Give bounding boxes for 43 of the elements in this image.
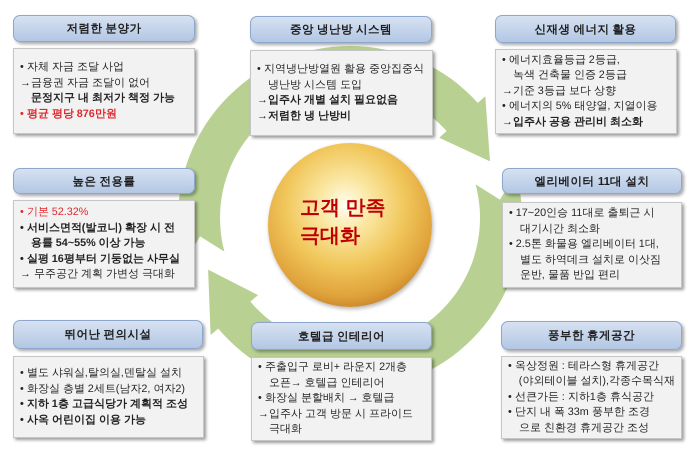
center-title: 고객 만족 극대화	[300, 196, 387, 249]
bullet-text: • 사옥 어린이집 이용 가능	[20, 412, 146, 428]
text-box	[250, 50, 433, 136]
bullet-text: • 화장실 분할배치 → 호텔급	[258, 391, 395, 406]
title-bar: 뛰어난 편의시설	[13, 320, 203, 349]
bullet-text: • 지하 1층 고급식당가 계획적 조성	[20, 397, 188, 412]
bullet-text: →저렴한 냉 난방비	[257, 108, 351, 124]
bullet-text: • 기본 52.32%	[20, 205, 88, 220]
bullet-text: →입주사 공용 관리비 최소화	[502, 114, 643, 130]
bullet-text: • 17~20인승 11대로 출퇴근 시 대기시간 최소화	[509, 206, 656, 237]
bullet-text: • 자체 자금 조달 사업	[20, 60, 124, 75]
bullet-text: • 에너지효율등급 2등급, 녹색 건축물 인증 2등급	[502, 52, 628, 84]
bullet-text: • 에너지의 5% 태양열, 지열이용	[502, 99, 658, 114]
bullet-text: • 2.5톤 화물용 엘리베이터 1대, 별도 하역데크 설치로 이삿짐 운반, 물품 반입 편리	[509, 237, 662, 284]
bullet-text: • 별도 샤워실,탈의실,덴탈실 설치	[20, 366, 182, 381]
title-bar: 중앙 냉난방 시스템	[250, 16, 432, 43]
bullet-text: • 옥상정원 : 테라스형 휴게공간 (야외테이블 설치),각종수목식재	[508, 358, 676, 390]
text-box	[13, 356, 204, 438]
text-box	[501, 356, 682, 439]
bullet-text: →금융권 자금 조달이 없어 문정지구 내 최저가 책정 가능	[20, 76, 175, 106]
text-box	[502, 202, 682, 288]
text-box	[495, 49, 677, 134]
bullet-text: • 평균 평당 876만원	[20, 106, 117, 122]
bullet-text: • 지역냉난방열원 활용 중앙집중식 냉난방 시스템 도입	[257, 62, 425, 92]
bullet-text: →입주사 개별 설치 필요없음	[257, 93, 398, 108]
bullet-text: • 화장실 층별 2세트(남자2, 여자2)	[20, 382, 185, 396]
bullet-text: • 실평 16평부터 기둥없는 사무실	[20, 252, 180, 267]
text-box	[13, 48, 195, 134]
bullet-text: → 무주공간 계획 가변성 극대화	[20, 267, 175, 282]
title-bar: 신재생 에너지 활용	[495, 15, 676, 43]
title-bar: 저렴한 분양가	[13, 15, 195, 42]
title-bar: 높은 전용률	[13, 168, 195, 194]
bullet-text: →입주사 고객 방문 시 프라이드 극대화	[258, 406, 414, 438]
title-bar: 엘리베이터 11대 설치	[502, 168, 682, 194]
bullet-text: →기준 3등급 보다 상향	[502, 84, 616, 99]
bullet-text: • 서비스면적(발코니) 확장 시 전용률 54~55% 이상 가능	[20, 220, 176, 252]
title-bar: 풍부한 휴게공간	[501, 321, 682, 350]
bullet-text: • 단지 내 폭 33m 풍부한 조경으로 친환경 휴게공간 조성	[508, 405, 651, 436]
bullet-text: • 주출입구 로비+ 라운지 2개층 오픈→ 호텔급 인테리어	[258, 360, 408, 391]
title-bar: 호텔급 인테리어	[251, 322, 432, 350]
text-box	[251, 357, 432, 441]
text-box	[13, 200, 195, 288]
bullet-text: • 선큰가든 : 지하1층 휴식공간	[508, 390, 654, 405]
